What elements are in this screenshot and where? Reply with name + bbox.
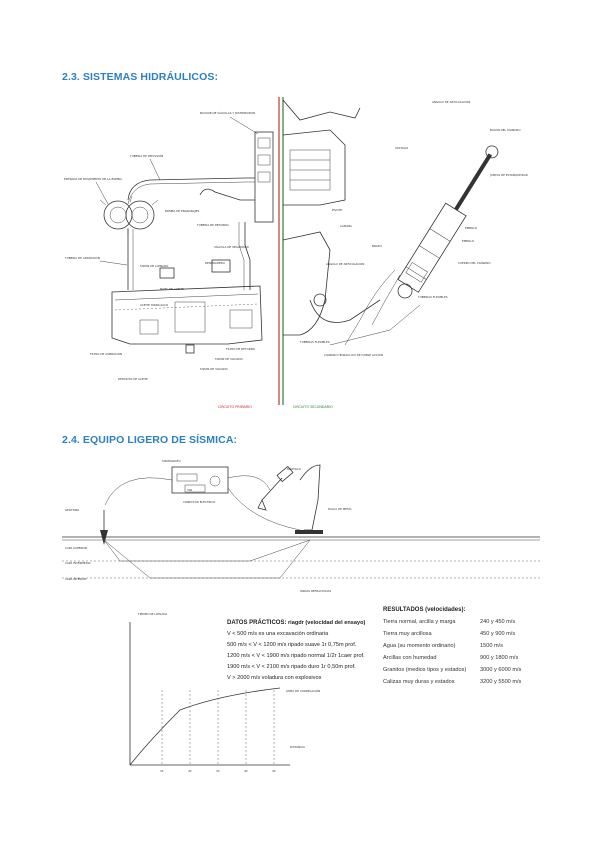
label-layer3: CAPA INFERIOR <box>65 577 86 581</box>
results-row-6-material: Calizas muy duras y estados <box>383 679 455 685</box>
graph-tick-4: d4 <box>244 769 248 773</box>
secondary-circuit-drawing <box>282 99 499 346</box>
label-angle-2: ÁNGULO DE ARTICULACIÓN <box>326 261 364 266</box>
gear-pump-left <box>103 200 133 230</box>
label-cable: CONECTOR ELÉCTRICO <box>183 499 216 504</box>
label-pump: BOMBA DE ENGRANAJES <box>165 209 199 213</box>
results-row-5-value: 3000 y 6000 m/s <box>480 667 522 673</box>
results-row-5-material: Granitos (medios tipos y estados) <box>383 667 466 673</box>
label-drain-plug: TAPÓN DE VACIADO <box>199 366 229 371</box>
graph-tick-1: d1 <box>160 769 164 773</box>
label-suction-filter: FILTRO DE ASPIRACIÓN <box>90 351 122 356</box>
label-suction-pipe: TUBERÍA DE ASPIRACIÓN <box>64 255 100 260</box>
practical-line-2: 500 m/s < V < 1200 m/s ripado suave 1r 0… <box>227 642 357 648</box>
graph-tick-5: d5 <box>272 769 276 773</box>
label-pressure-pipe: TUBERÍA DE IMPULSIÓN <box>129 153 163 158</box>
results-row-4-value: 900 y 1800 m/s <box>480 655 518 661</box>
label-seal: JUNTAS DE ESTANQUEIDAD <box>489 173 528 177</box>
seismograph-box <box>171 466 229 494</box>
label-level: NIVEL DE ACEITE <box>160 287 184 291</box>
label-hoses: TUBERÍAS FLEXIBLES <box>299 339 330 344</box>
results-heading: RESULTADOS (velocidades): <box>383 607 465 613</box>
caption-secondary-circuit: CIRCUITO SECUNDARIO <box>293 405 333 409</box>
label-body: CUERPO DEL CILINDRO <box>458 261 491 265</box>
time-distance-graph: TIEMPO DE LLEGADA DISTANCIA d1 d2 d3 d4 … <box>129 612 320 773</box>
graph-curve-label: LÍNEA DE CORRELACIÓN <box>286 688 320 693</box>
results-row-2-material: Tierra muy arcillosa <box>383 631 432 637</box>
hydraulic-cylinder <box>397 145 499 299</box>
results-row-6-value: 3200 y 5500 m/s <box>480 679 522 685</box>
primary-labels: BLOQUE DE VÁLVULAS Y DISTRIBUIDOR TUBERÍ… <box>64 110 259 381</box>
label-seismograph: SISMÓGRAFO <box>162 458 182 463</box>
hydraulic-figure: BLOQUE DE VÁLVULAS Y DISTRIBUIDOR TUBERÍ… <box>64 97 528 409</box>
seismograph-readout: 300 <box>187 488 193 492</box>
label-rod: VÁSTAGO <box>395 145 409 150</box>
results-row-1-material: Tierra normal, arcilla y marga <box>383 619 456 625</box>
label-ray-note: ONDAS REFRACTADAS <box>300 589 331 593</box>
graph-ylabel: TIEMPO DE LLEGADA <box>137 612 167 616</box>
results-row-3-value: 1500 m/s <box>480 643 503 649</box>
label-pivot: PIVOTE <box>332 208 342 212</box>
label-cylinder-pin: BULÓN DEL CILINDRO <box>490 127 521 132</box>
label-valve-block: BLOQUE DE VÁLVULAS Y DISTRIBUIDOR <box>200 110 255 115</box>
label-hoses-right: TUBERÍAS FLEXIBLES <box>417 294 448 299</box>
label-piston-2: ÉMBOLO <box>462 238 475 243</box>
label-drain: TAPÓN DE VACIADO <box>214 356 244 361</box>
label-layer1: CAPA SUPERIOR <box>65 546 87 550</box>
results-table: RESULTADOS (velocidades): Tierra normal,… <box>383 607 522 685</box>
label-piston: ÉMBOLO <box>465 225 478 230</box>
label-breather: RESPIRADERO <box>205 261 226 265</box>
graph-curve <box>129 687 281 766</box>
graph-xlabel: DISTANCIA <box>290 745 305 749</box>
section-title-hydraulic: 2.3. SISTEMAS HIDRÁULICOS: <box>62 71 219 83</box>
valve-block <box>254 131 274 223</box>
label-hammer: MARTILLO <box>287 467 302 471</box>
results-row-1-value: 240 y 450 m/s <box>480 619 515 625</box>
label-geophone: GEÓFONO <box>65 507 80 512</box>
label-filler: TAPÓN DE LLENADO <box>139 263 169 268</box>
label-return-pipe: TUBERÍA DE RETORNO <box>196 222 229 227</box>
label-pressure-relief: VÁLVULA DE SEGURIDAD <box>214 244 249 249</box>
results-row-4-material: Arcillas con humedad <box>383 655 436 661</box>
results-row-2-value: 450 y 900 m/s <box>480 631 515 637</box>
label-angle: ÁNGULO DE ARTICULACIÓN <box>432 99 470 104</box>
results-row-3-material: Agua (su momento ordinario) <box>383 643 456 649</box>
caption-primary-circuit: CIRCUITO PRIMARIO <box>218 405 252 409</box>
secondary-labels: ÁNGULO DE ARTICULACIÓN BULÓN DEL CILINDR… <box>299 99 528 357</box>
section-title-seismic: 2.4. EQUIPO LIGERO DE SÍSMICA: <box>62 434 238 446</box>
practical-heading: DATOS PRÁCTICOS: riagdr (velocidad del e… <box>227 619 366 626</box>
practical-data: DATOS PRÁCTICOS: riagdr (velocidad del e… <box>227 619 366 681</box>
label-oil-tank: DEPÓSITO DE ACEITE <box>118 376 148 381</box>
practical-line-1: V < 500 m/s es una excavación ordinaria <box>227 631 329 637</box>
primary-circuit-drawing <box>99 131 274 354</box>
label-boom: BRAZO <box>372 244 383 248</box>
oil-tank <box>111 285 263 345</box>
graph-tick-2: d2 <box>188 769 192 773</box>
graph-tick-3: d3 <box>216 769 220 773</box>
practical-line-3: 1200 m/s < V < 1900 m/s ripado normal 1/… <box>227 653 365 659</box>
label-plate: PLACA DE METAL <box>328 507 352 511</box>
label-cylinder: CILINDRO HIDRÁULICO DE DOBLE ACCIÓN <box>324 352 383 357</box>
practical-line-5: V > 2000 m/s voladura con explosivos <box>227 675 322 681</box>
gear-pump-right <box>125 200 155 230</box>
label-chamber: CÁMARA <box>340 223 352 228</box>
label-filter: FILTRO DE RETORNO <box>226 347 256 351</box>
seismic-figure: 300 SISMÓGRAFO CONECTOR ELÉCTRICO MARTIL… <box>62 458 540 593</box>
label-tank: ACEITE HIDRÁULICO <box>140 302 169 307</box>
label-pump-drive: ENTRADA DE MOVIMIENTO DE LA BOMBA <box>64 177 122 181</box>
label-layer2: CAPA INTERMEDIA <box>65 561 91 565</box>
practical-line-4: 1900 m/s < V < 2100 m/s ripado duro 1r 0… <box>227 664 356 670</box>
